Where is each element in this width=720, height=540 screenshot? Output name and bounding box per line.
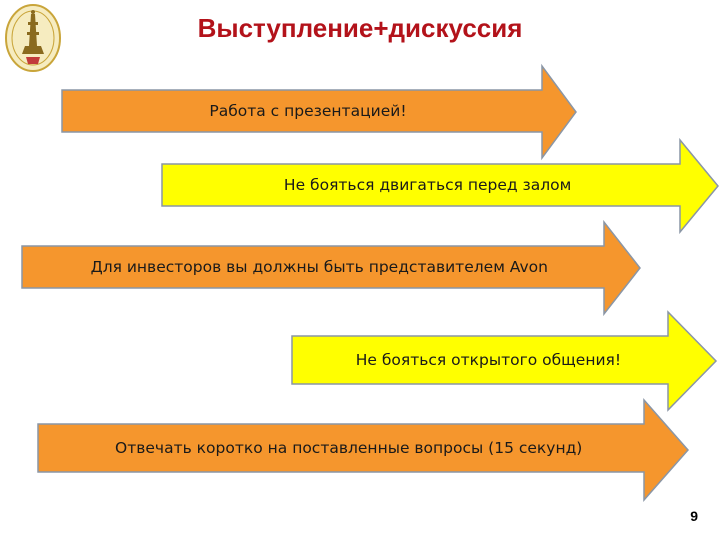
arrow-4: Не бояться открытого общения!	[291, 310, 718, 412]
arrow-shape	[161, 137, 719, 235]
tower-seal-icon	[5, 4, 61, 72]
page-title: Выступление+дискуссия	[197, 13, 523, 43]
arrow-body	[291, 310, 718, 412]
arrow-shape	[37, 398, 689, 502]
arrow-shape	[21, 219, 641, 317]
arrow-label: Отвечать коротко на поставленные вопросы…	[115, 439, 583, 457]
arrow-body	[161, 137, 719, 235]
arrow-3: Для инвесторов вы должны быть представит…	[21, 219, 641, 317]
arrow-shape	[61, 63, 577, 161]
arrow-body	[21, 219, 641, 317]
arrow-5: Отвечать коротко на поставленные вопросы…	[37, 398, 689, 502]
university-logo	[4, 2, 62, 74]
arrow-shape	[291, 310, 718, 412]
arrow-1: Работа с презентацией!	[61, 63, 577, 161]
page-number: 9	[690, 508, 698, 524]
arrow-label: Работа с презентацией!	[209, 102, 407, 120]
arrow-label: Не бояться двигаться перед залом	[283, 176, 572, 194]
arrow-body	[61, 63, 577, 161]
arrow-body	[37, 398, 689, 502]
arrow-label: Не бояться открытого общения!	[355, 351, 622, 369]
arrow-2: Не бояться двигаться перед залом	[161, 137, 719, 235]
arrow-label: Для инвесторов вы должны быть представит…	[90, 258, 548, 276]
